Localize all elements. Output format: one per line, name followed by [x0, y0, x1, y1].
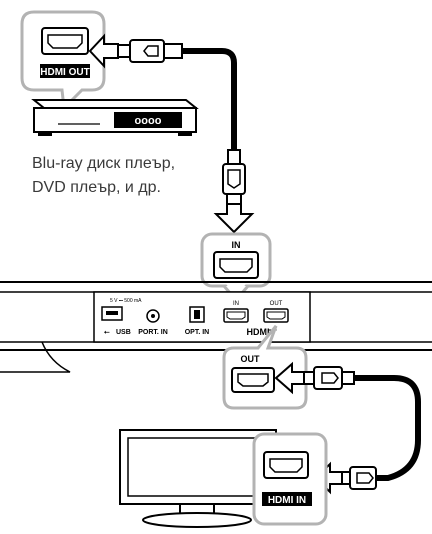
arrow-down-icon [213, 203, 255, 234]
caption-line-1: Blu-ray диск плеър, [32, 155, 176, 172]
svg-text:oooo: oooo [135, 115, 162, 127]
arrow-left-icon [88, 33, 119, 69]
source-device-caption: Blu-ray диск плеър, DVD плеър, и др. [32, 152, 232, 200]
callout-out-label: OUT [241, 354, 261, 364]
receiver-unit: 5 V ⎓ 500 mA ⭠ USB PORT. IN OPT. IN IN O… [0, 281, 432, 373]
hdmi-cable-bottom [274, 361, 421, 495]
usb-label: USB [116, 329, 131, 336]
tv-device [119, 429, 277, 528]
tv-hdmi-in-callout: HDMI IN [252, 432, 328, 526]
port-in-label: PORT. IN [138, 329, 168, 336]
usb-power-label: 5 V ⎓ 500 mA [110, 298, 142, 304]
callout-in-label: IN [232, 240, 241, 250]
panel-hdmi-out-label: OUT [270, 301, 283, 307]
hdmi-group-label: HDMI [247, 327, 270, 337]
source-hdmi-out-callout: HDMI OUT [20, 10, 106, 112]
source-hdmi-out-label: HDMI OUT [40, 67, 89, 78]
panel-hdmi-in-label: IN [233, 301, 239, 307]
opt-in-label: OPT. IN [185, 329, 210, 336]
receiver-hdmi-in-callout: IN [200, 232, 272, 303]
hdmi-cable-top [88, 33, 255, 234]
tv-hdmi-in-label: HDMI IN [268, 495, 306, 506]
bluray-player-device: oooo [31, 99, 199, 136]
usb-icon: ⭠ [104, 329, 110, 336]
caption-line-2: DVD плеър, и др. [32, 179, 161, 196]
